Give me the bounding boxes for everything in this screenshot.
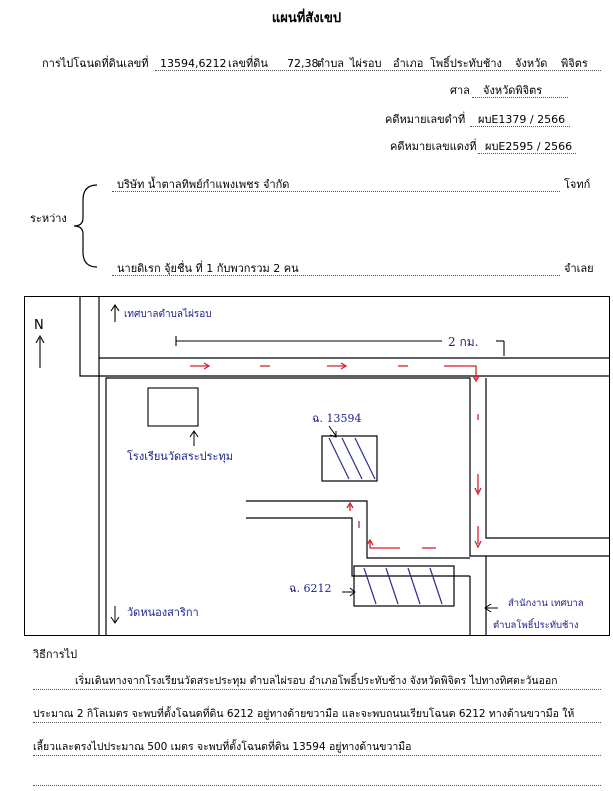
province-value: พิจิตร	[561, 57, 588, 70]
distance-label: 2 กม.	[448, 335, 478, 349]
sketch-map: 2 กม. เทศบาลตำบลไผ่รอบ โรงเรียนวัดสระประ…	[24, 296, 610, 636]
subdistrict-value: ไผ่รอบ	[350, 57, 382, 70]
page-title: แผนที่สังเขป	[271, 11, 342, 26]
left-arrow-icon	[484, 603, 498, 613]
temple-label: วัดหนองสาริกา	[127, 606, 199, 619]
north-arrow-icon: N	[34, 318, 45, 368]
court-label: ศาล	[450, 84, 470, 97]
up-arrow-icon	[110, 304, 120, 322]
fill-line	[112, 191, 560, 192]
down-arrow-icon	[110, 606, 120, 624]
deed-6212-label: ฉ. 6212	[289, 582, 331, 595]
office-label-line2: ตำบลโพธิ์ประทับช้าง	[493, 617, 578, 631]
red-case-number: ผบE2595 / 2566	[485, 140, 573, 153]
fill-line	[472, 97, 568, 98]
fill-line	[33, 689, 601, 690]
defendant-role: จำเลย	[564, 262, 594, 275]
school-label: โรงเรียนวัดสระประทุม	[127, 449, 233, 463]
fill-line	[155, 70, 601, 71]
red-case-label: คดีหมายเลขแดงที่	[390, 140, 477, 153]
distance-marker	[175, 336, 505, 356]
fill-line	[112, 275, 560, 276]
black-case-number: ผบE1379 / 2566	[478, 113, 566, 126]
between-label: ระหว่าง	[30, 212, 67, 225]
deed-6212-parcel	[353, 565, 455, 607]
deed-13594-label: ฉ. 13594	[312, 412, 361, 425]
directions-line-1: เริ่มเดินทางจากโรงเรียนวัดสระประทุม ตำบล…	[75, 675, 558, 687]
fill-line	[478, 153, 576, 154]
fill-line	[470, 126, 570, 127]
fill-line	[33, 722, 601, 723]
route-arrows	[190, 362, 482, 549]
fill-line	[33, 755, 601, 756]
deed-prefix-label: การไปโฉนดที่ดินเลขที่	[42, 57, 149, 70]
fill-line	[33, 785, 601, 786]
plaintiff-name: บริษัท น้ำตาลทิพย์กำแพงเพชร จำกัด	[117, 178, 290, 191]
district-value: โพธิ์ประทับช้าง	[430, 57, 502, 70]
directions-line-2: ประมาณ 2 กิโลเมตร จะพบที่ตั้งโฉนดที่ดิน …	[33, 708, 575, 720]
school-building	[147, 387, 199, 427]
subdistrict-label: ตำบล	[317, 57, 345, 70]
deed-numbers: 13594,6212	[160, 57, 227, 70]
black-case-label: คดีหมายเลขดำที่	[385, 113, 466, 126]
directions-heading: วิธีการไป	[33, 648, 78, 661]
office-label-line1: สำนักงาน เทศบาล	[508, 598, 584, 609]
municipality-top-label: เทศบาลตำบลไผ่รอบ	[124, 308, 212, 320]
province-label: จังหวัด	[515, 57, 548, 70]
deed-13594-parcel	[321, 435, 378, 482]
plaintiff-role: โจทก์	[564, 178, 591, 191]
defendant-name: นายดิเรก จุ้ยชื่น ที่ 1 กับพวกรวม 2 คน	[117, 262, 299, 275]
directions-line-3: เลี้ยวและตรงไปประมาณ 500 เมตร จะพบที่ตั้…	[33, 741, 412, 753]
land-no-label: เลขที่ดิน	[228, 57, 268, 70]
brace-icon	[73, 184, 98, 268]
north-label: N	[34, 318, 44, 333]
district-label: อำเภอ	[393, 57, 424, 70]
up-arrow-icon	[189, 430, 199, 446]
court-value: จังหวัดพิจิตร	[483, 84, 543, 97]
land-numbers: 72,38	[287, 57, 319, 70]
